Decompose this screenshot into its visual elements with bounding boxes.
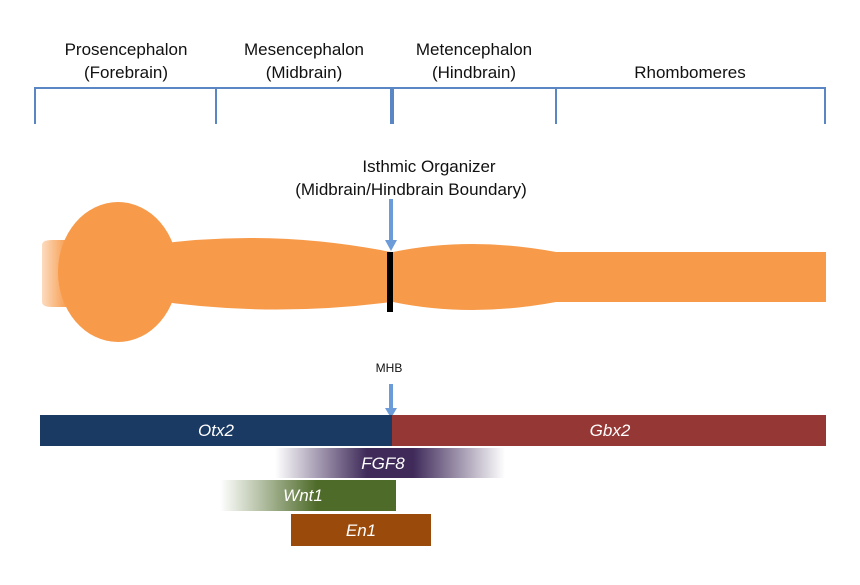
gbx2-label: Gbx2 xyxy=(590,421,631,440)
region-label-metencephalon: Metencephalon xyxy=(416,40,532,59)
fgf8-label: FGF8 xyxy=(361,454,405,473)
region-sublabel-hindbrain: (Hindbrain) xyxy=(432,63,516,82)
bracket-mesencephalon xyxy=(215,87,392,124)
region-label-rhombomeres: Rhombomeres xyxy=(634,63,746,82)
otx2-bar xyxy=(40,415,392,446)
bracket-rhombomeres xyxy=(555,87,826,124)
region-sublabel-midbrain: (Midbrain) xyxy=(266,63,343,82)
organizer-arrow xyxy=(385,199,397,251)
region-label-prosencephalon: Prosencephalon xyxy=(65,40,188,59)
mhb-label: MHB xyxy=(376,361,403,375)
region-brackets xyxy=(34,87,826,124)
isthmic-organizer-sublabel: (Midbrain/Hindbrain Boundary) xyxy=(295,180,527,199)
gbx2-bar xyxy=(392,415,826,446)
mhb-boundary-line xyxy=(387,252,393,312)
en1-label: En1 xyxy=(346,521,376,540)
region-sublabel-forebrain: (Forebrain) xyxy=(84,63,168,82)
en1-bar xyxy=(291,514,431,546)
rhombomere-segment xyxy=(556,252,826,302)
hindbrain-segment xyxy=(393,244,556,310)
isthmic-organizer-label: Isthmic Organizer xyxy=(362,157,496,176)
gene-expression-bars: Otx2 Gbx2 FGF8 Wnt1 En1 xyxy=(40,415,826,546)
bracket-prosencephalon xyxy=(34,87,217,124)
mhb-arrow xyxy=(385,384,397,418)
bracket-metencephalon xyxy=(392,87,557,124)
wnt1-bar xyxy=(220,480,396,511)
otx2-label: Otx2 xyxy=(198,421,234,440)
forebrain-bulge xyxy=(58,202,178,342)
region-label-mesencephalon: Mesencephalon xyxy=(244,40,364,59)
wnt1-label: Wnt1 xyxy=(283,486,323,505)
neural-tube xyxy=(42,202,826,342)
fgf8-bar xyxy=(275,448,505,478)
midbrain-segment xyxy=(150,237,391,310)
